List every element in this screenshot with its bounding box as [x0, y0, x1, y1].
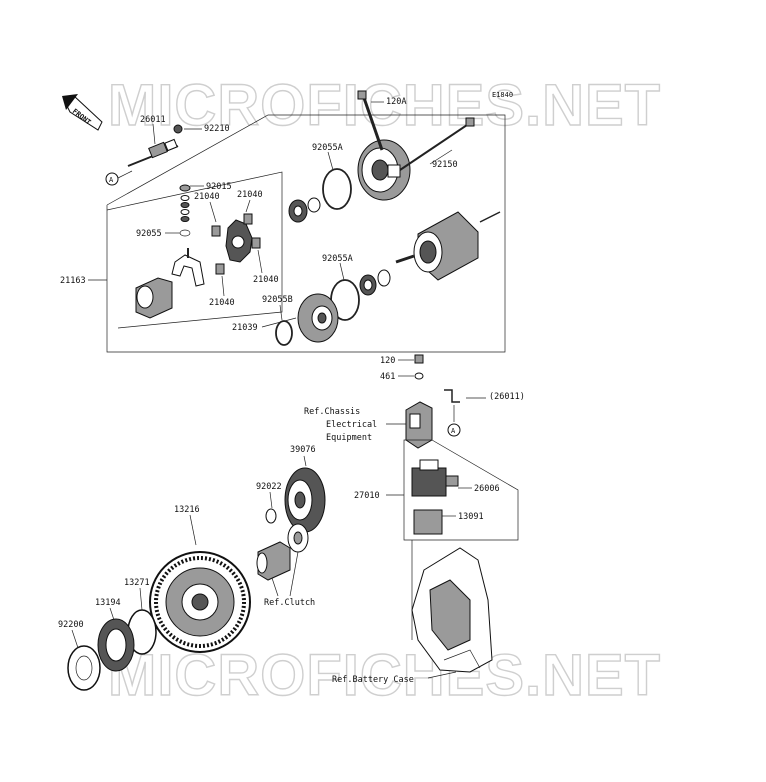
one-way-clutch-part: [97, 618, 135, 672]
label-26011-ref: (26011): [489, 392, 525, 402]
o-ring-top: [322, 168, 352, 210]
label-92055a-mid: 92055A: [322, 254, 353, 264]
brush-holder-frame: [106, 171, 283, 329]
label-26011: 26011: [140, 115, 166, 125]
ref-battery-case: Ref.Battery Case: [332, 675, 414, 685]
ref-clutch: Ref.Clutch: [264, 598, 315, 608]
rear-cover-part: [135, 277, 173, 319]
starter-cable-part: [127, 124, 183, 167]
clutch-shaft-part: [256, 523, 309, 581]
marker-a-bottom-label: A: [451, 427, 456, 435]
diagram-code: E1840: [492, 91, 513, 99]
washer-92022: [265, 508, 277, 524]
label-92150: 92150: [432, 160, 458, 170]
starter-assembly-frame: [106, 114, 506, 353]
washer-461: [414, 372, 424, 380]
label-120a: 120A: [386, 97, 406, 107]
marker-a-top-label: A: [109, 176, 114, 184]
ref-chassis-line2: Electrical: [326, 420, 377, 430]
marker-a-top: [105, 172, 119, 186]
label-92210: 92210: [204, 124, 230, 134]
label-92200: 92200: [58, 620, 84, 630]
label-21163: 21163: [60, 276, 86, 286]
watermark-bottom: MICROFICHES.NET: [108, 643, 661, 708]
label-13216: 13216: [174, 505, 200, 515]
label-461: 461: [380, 372, 395, 382]
label-27010: 27010: [354, 491, 380, 501]
label-92015: 92015: [206, 182, 232, 192]
label-120: 120: [380, 356, 395, 366]
bolt-120: [414, 354, 424, 364]
starter-driven-gear-part: [149, 551, 251, 653]
ref-chassis-line3: Equipment: [326, 433, 372, 443]
label-13194: 13194: [95, 598, 121, 608]
washer-stack: [179, 184, 191, 222]
small-o-ring: [179, 229, 191, 237]
brush-plate-part: [211, 213, 261, 275]
gasket-92200: [67, 645, 101, 691]
label-21040-a: 21040: [194, 192, 220, 202]
relay-cover-part: [413, 509, 443, 535]
label-92022: 92022: [256, 482, 282, 492]
starter-motor-part: [395, 211, 501, 281]
front-cover-part: [357, 139, 411, 201]
label-39076: 39076: [290, 445, 316, 455]
label-13091: 13091: [458, 512, 484, 522]
o-ring-bottom: [275, 320, 293, 346]
label-21040-c: 21040: [253, 275, 279, 285]
brush-holder-part: [171, 254, 205, 287]
label-26006: 26006: [474, 484, 500, 494]
label-92055b: 92055B: [262, 295, 293, 305]
idler-gear-part: [284, 467, 326, 533]
battery-case-part: [411, 547, 493, 673]
label-21039: 21039: [232, 323, 258, 333]
relay-bracket-part: [405, 401, 433, 449]
label-92055a-top: 92055A: [312, 143, 343, 153]
watermark-top: MICROFICHES.NET: [108, 73, 661, 138]
ref-chassis-line1: Ref.Chassis: [304, 407, 360, 417]
relay-frame: [403, 439, 519, 541]
starter-relay-part: [411, 459, 447, 497]
label-92055: 92055: [136, 229, 162, 239]
label-21040-d: 21040: [209, 298, 235, 308]
fuse-part: [445, 475, 459, 487]
front-arrow-icon: FRONT: [62, 94, 103, 131]
label-21040-b: 21040: [237, 190, 263, 200]
end-cap-part: [297, 293, 339, 343]
marker-a-bottom: [447, 423, 461, 437]
label-13271: 13271: [124, 578, 150, 588]
